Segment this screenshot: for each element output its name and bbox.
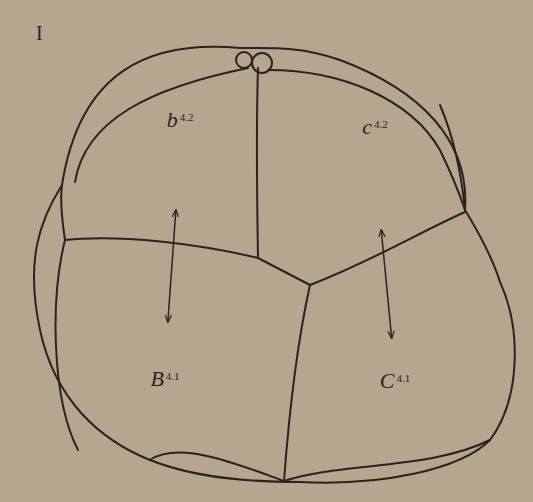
cell-index: 4.2 <box>180 111 194 123</box>
cell-label: C4.1 <box>350 338 440 408</box>
double-arrow <box>168 210 176 322</box>
cell-index: 4.1 <box>166 370 180 382</box>
figure-number: I <box>36 22 43 45</box>
double-arrow <box>381 230 391 338</box>
cell-name: b <box>167 107 178 132</box>
cell-name: c <box>362 114 372 139</box>
cell-label: b4.2 <box>140 95 220 210</box>
cell-name: C <box>380 368 395 393</box>
cell-name: B <box>150 366 163 391</box>
cell-index: 4.2 <box>374 118 388 130</box>
cell-label: B4.1 <box>120 322 210 402</box>
cell-index: 4.1 <box>396 372 410 384</box>
cell-label: c4.2 <box>330 100 420 230</box>
